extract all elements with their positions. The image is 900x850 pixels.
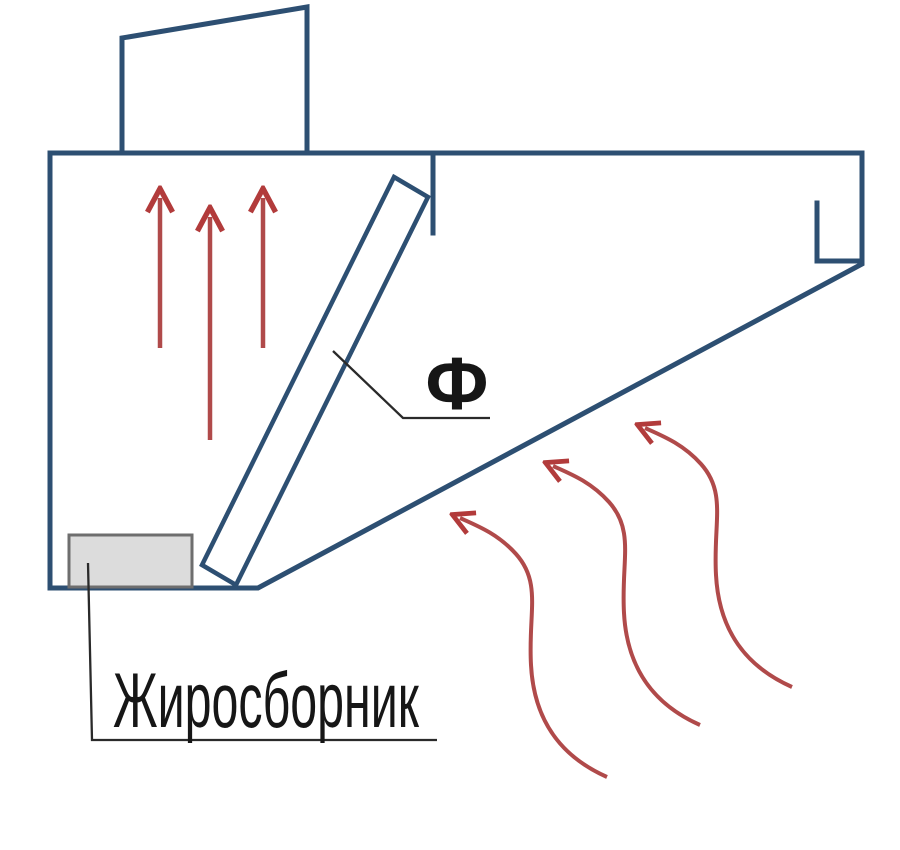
grease-collector-label: Жиросборник	[113, 656, 419, 744]
filter-leader-line	[332, 350, 490, 420]
intake-arrow-1	[460, 518, 608, 779]
exhaust-duct-outlet	[119, 4, 310, 154]
right-flange-hook	[814, 200, 863, 264]
filter-label: Ф	[425, 342, 488, 425]
intake-arrows-group	[460, 428, 793, 779]
intake-arrow-2	[553, 466, 701, 727]
grease-leader-line	[86, 562, 437, 742]
intake-arrow-3	[645, 428, 793, 689]
grease-tray	[67, 533, 194, 589]
filter-panel	[199, 173, 431, 589]
exhaust-arrows-group	[160, 198, 263, 440]
